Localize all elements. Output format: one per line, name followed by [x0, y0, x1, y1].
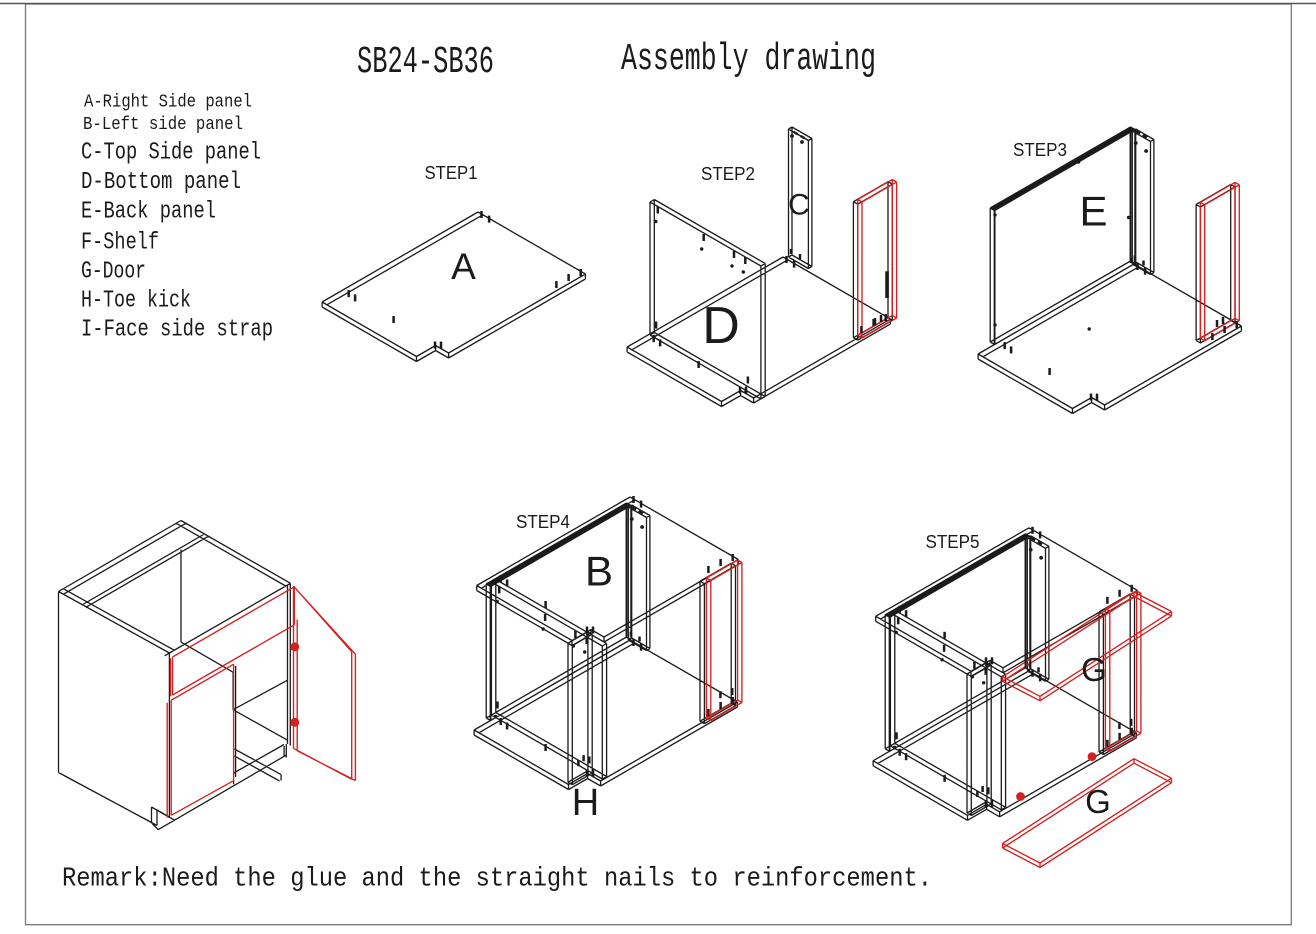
svg-text:STEP2: STEP2	[701, 164, 755, 184]
svg-text:Assembly drawing: Assembly drawing	[621, 38, 876, 81]
svg-text:C: C	[788, 189, 810, 222]
svg-text:G: G	[1085, 783, 1111, 820]
svg-text:G: G	[1081, 651, 1107, 688]
svg-text:STEP5: STEP5	[926, 532, 980, 552]
svg-text:STEP1: STEP1	[425, 163, 478, 183]
svg-text:E: E	[1079, 188, 1107, 235]
svg-text:Remark:Need the glue and the s: Remark:Need the glue and the straight na…	[62, 865, 932, 895]
svg-text:D: D	[702, 297, 740, 355]
svg-text:A-Right Side panel: A-Right Side panel	[84, 93, 252, 113]
svg-text:I: I	[882, 264, 893, 307]
svg-text:I-Face side strap: I-Face side strap	[81, 317, 273, 344]
svg-text:F-Shelf: F-Shelf	[81, 230, 159, 257]
svg-text:STEP4: STEP4	[516, 512, 570, 532]
svg-text:A: A	[451, 246, 476, 287]
svg-text:G-Door: G-Door	[81, 259, 146, 286]
svg-text:C-Top Side panel: C-Top Side panel	[81, 140, 261, 167]
svg-text:H: H	[572, 782, 599, 824]
svg-text:B-Left side panel: B-Left side panel	[83, 115, 243, 135]
svg-text:B: B	[585, 548, 613, 595]
svg-text:SB24-SB36: SB24-SB36	[357, 41, 494, 84]
svg-text:E-Back panel: E-Back panel	[81, 199, 216, 226]
svg-text:H-Toe kick: H-Toe kick	[81, 288, 191, 315]
svg-text:D-Bottom panel: D-Bottom panel	[81, 169, 241, 196]
svg-text:STEP3: STEP3	[1013, 140, 1067, 160]
